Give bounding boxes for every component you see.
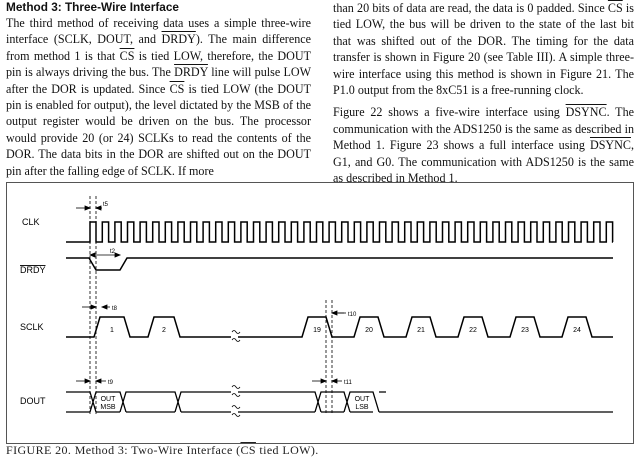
sclk-pulse-number: 21 [417, 327, 425, 334]
sclk-pulse-number: 24 [573, 327, 581, 334]
sclk-waveform [66, 316, 613, 338]
overlined-signal-name: CS [119, 48, 135, 63]
dout-lsb-label: LSB [355, 404, 369, 411]
dout-lsb-out-label: OUT [355, 396, 371, 403]
section-heading: Method 3: Three-Wire Interface [6, 0, 179, 14]
signal-label-dout: DOUT [20, 396, 46, 406]
overlined-signal-name: CS [240, 443, 256, 457]
sclk-pulse-number: 23 [521, 327, 529, 334]
figure-caption: FIGURE 20. Method 3: Two-Wire Interface … [6, 443, 319, 457]
reference-lines [89, 196, 333, 414]
figure-frame [6, 182, 634, 444]
timing-label-t11: t11 [344, 380, 353, 386]
right-paragraph-1: than 20 bits of data are read, the data … [333, 1, 634, 98]
right-text-column: than 20 bits of data are read, the data … [333, 0, 634, 186]
drdy-waveform [66, 257, 613, 271]
overlined-signal-name: DRDY [174, 65, 208, 80]
timing-label-t2: t2 [110, 249, 116, 255]
dout-msb-out-label: OUT [101, 396, 117, 403]
left-paragraph: The third method of receiving data uses … [6, 16, 312, 178]
left-text-column: Method 3: Three-Wire Interface The third… [6, 0, 311, 179]
overlined-signal-name: CS [169, 81, 185, 96]
overlined-signal-name: DRDY [161, 32, 196, 47]
timing-label-t9: t9 [108, 380, 114, 386]
dout-waveform-low [66, 391, 613, 413]
clk-waveform [66, 221, 614, 243]
sclk-pulse-number: 19 [313, 327, 321, 334]
overlined-signal-name: DSYNC [565, 105, 607, 120]
sclk-pulse-number: 22 [469, 327, 477, 334]
timing-label-t10: t10 [348, 312, 357, 318]
timing-label-t8: t8 [112, 306, 118, 312]
sclk-pulse-number: 2 [162, 327, 166, 334]
overlined-signal-name: CS [607, 1, 623, 15]
signal-label-sclk: SCLK [20, 322, 44, 332]
signal-label-clk: CLK [22, 217, 40, 227]
break-marks [231, 330, 241, 417]
sclk-pulse-number: 1 [110, 327, 114, 334]
overlined-signal-name: DSYNC [589, 138, 631, 153]
dout-msb-label: MSB [100, 404, 116, 411]
signal-label-drdy: DRDY [20, 265, 46, 275]
timing-label-t5: t5 [103, 202, 109, 208]
timing-diagram: CLK DRDY SCLK DOUT t5 t2 t8 t10 [6, 182, 634, 444]
right-paragraph-2: Figure 22 shows a five-wire interface us… [333, 105, 634, 186]
sclk-pulse-number: 20 [365, 327, 373, 334]
timing-arrows [76, 205, 346, 384]
